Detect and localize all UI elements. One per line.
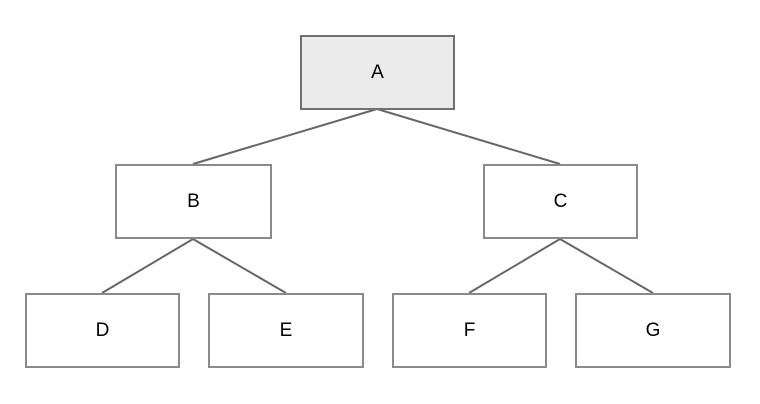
edge-c-g: [559, 238, 654, 294]
edge-c-f: [468, 238, 561, 294]
edge-b-e: [192, 238, 287, 294]
node-b-label: B: [187, 190, 200, 212]
edge-b-d: [101, 238, 194, 294]
node-d: D: [25, 293, 180, 368]
node-a: A: [300, 35, 455, 110]
node-g-label: G: [645, 319, 661, 341]
node-f-label: F: [463, 319, 476, 341]
node-g: G: [575, 293, 731, 368]
node-c: C: [483, 164, 638, 239]
node-a-label: A: [371, 61, 384, 83]
node-e-label: E: [279, 319, 293, 341]
node-c-label: C: [553, 190, 568, 212]
edge-a-c: [376, 108, 561, 165]
edge-a-b: [192, 108, 378, 165]
node-b: B: [115, 164, 272, 239]
node-f: F: [392, 293, 547, 368]
node-d-label: D: [95, 319, 110, 341]
node-e: E: [208, 293, 364, 368]
